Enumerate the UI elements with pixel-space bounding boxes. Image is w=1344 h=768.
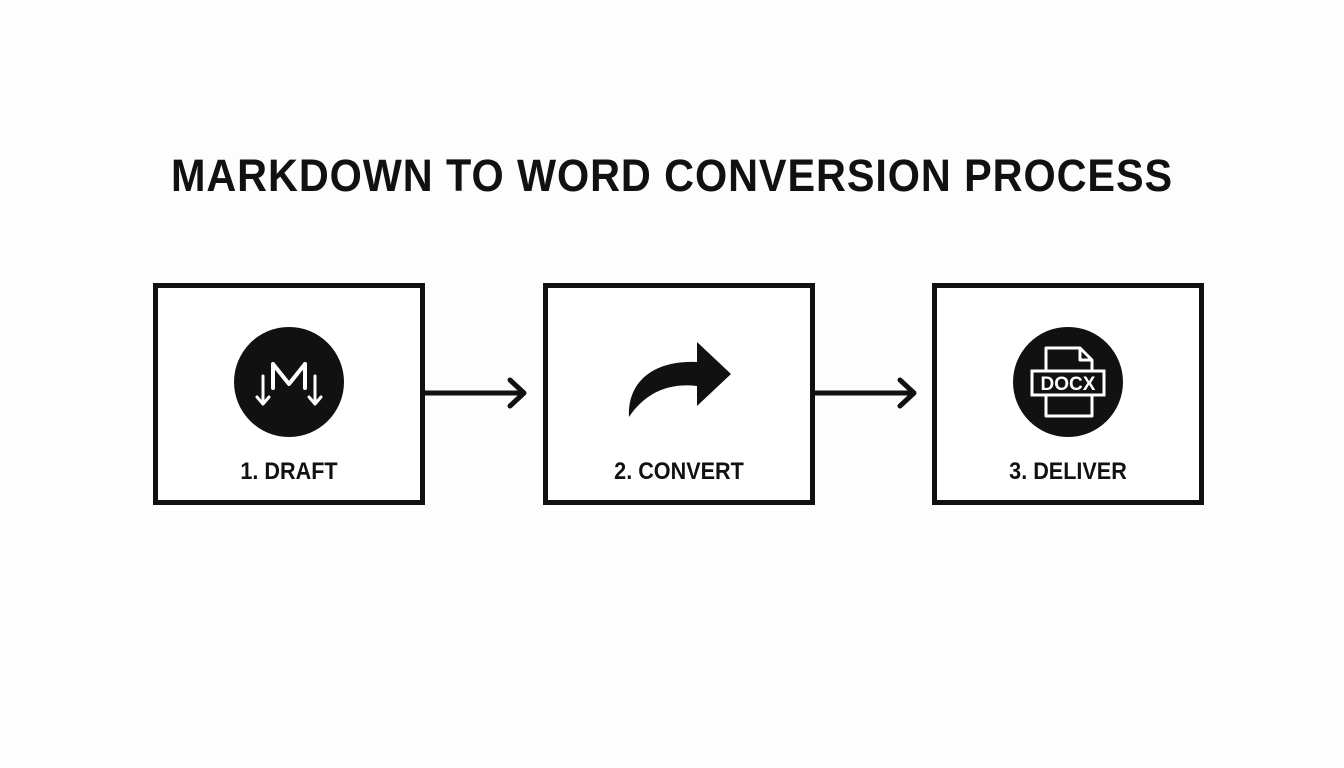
docx-label: DOCX <box>1041 374 1096 395</box>
step-deliver: DOCX 3. DELIVER <box>932 283 1204 505</box>
step-label-convert: 2. CONVERT <box>614 458 744 485</box>
arrow-right-icon <box>810 377 917 409</box>
curved-arrow-icon <box>548 326 810 438</box>
markdown-icon <box>158 326 420 438</box>
step-draft: 1. DRAFT <box>153 283 425 505</box>
docx-file-icon: DOCX <box>937 326 1199 438</box>
diagram-title: MARKDOWN TO WORD CONVERSION PROCESS <box>170 150 1174 201</box>
arrow-right-icon <box>420 377 527 409</box>
step-label-deliver: 3. DELIVER <box>1009 458 1127 485</box>
step-convert: 2. CONVERT <box>543 283 815 505</box>
step-label-draft: 1. DRAFT <box>240 458 338 485</box>
